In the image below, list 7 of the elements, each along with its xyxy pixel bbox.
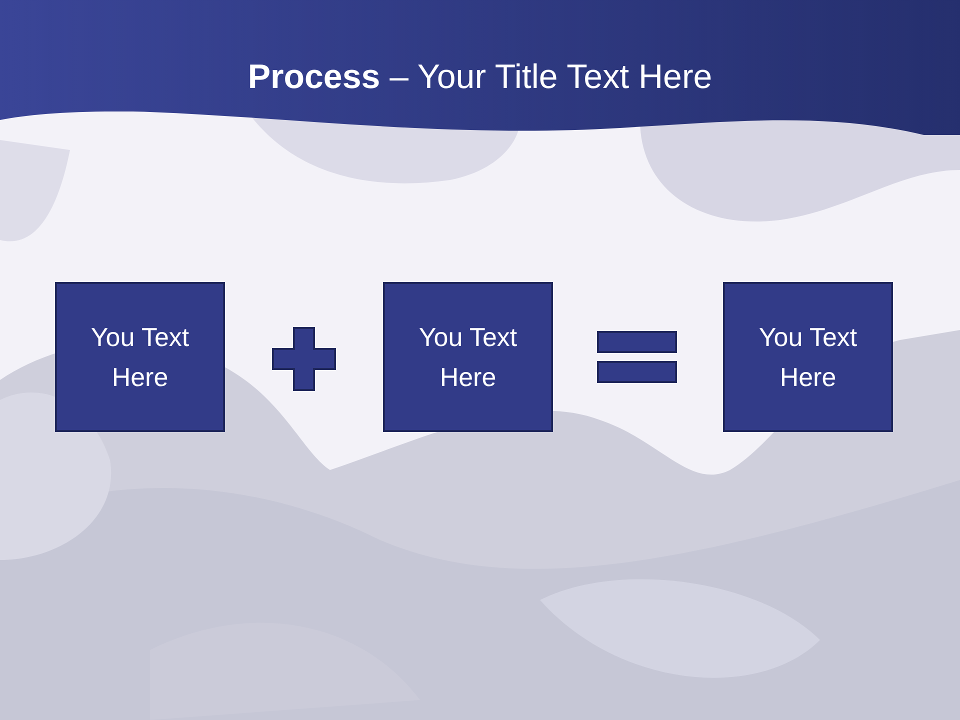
process-box (383, 282, 553, 432)
box-text: You Text Here (90, 321, 190, 394)
process-box (55, 282, 225, 432)
process-box (723, 282, 893, 432)
box-text: You Text Here (418, 321, 518, 394)
title: Process – Your Title Text Here (246, 57, 714, 98)
box-text: You Text Here (758, 321, 858, 394)
